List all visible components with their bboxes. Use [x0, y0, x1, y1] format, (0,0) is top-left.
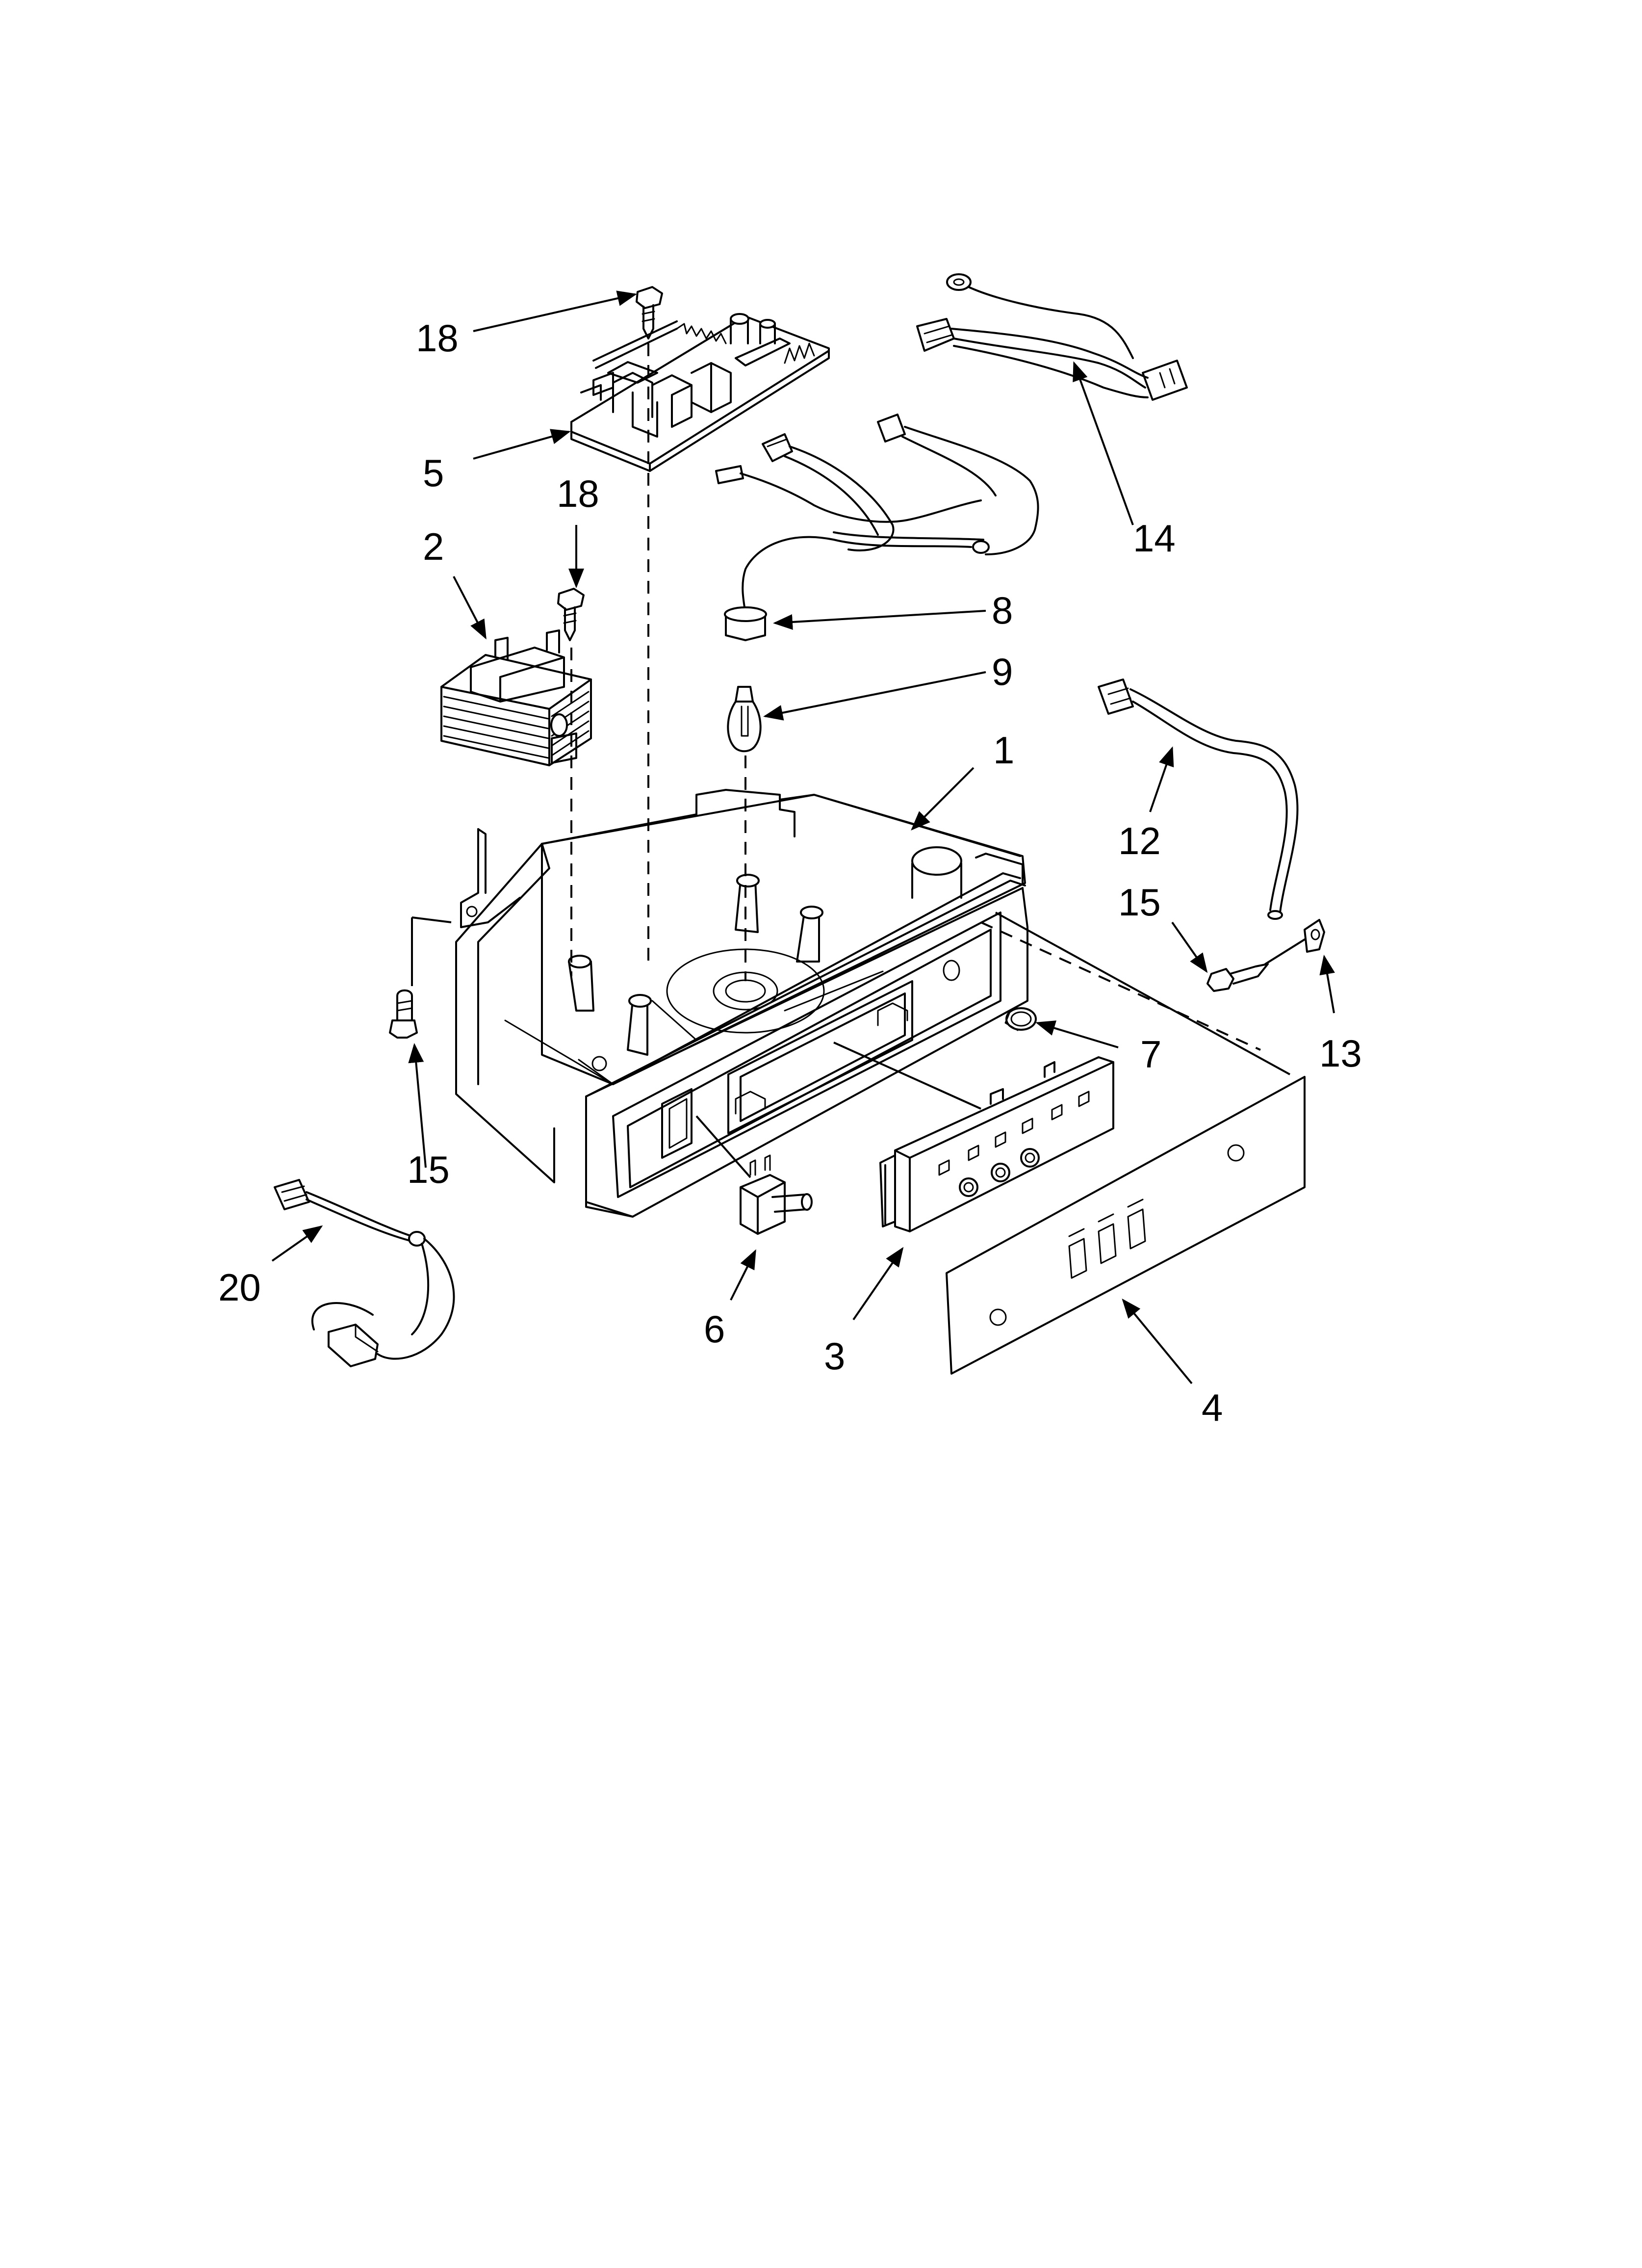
part-label-1: 1 [993, 729, 1015, 772]
control-panel [879, 1056, 1114, 1232]
part-label-7: 7 [1140, 1033, 1162, 1076]
part-label-2: 2 [423, 525, 444, 568]
transformer [440, 629, 592, 766]
lamp-bulb [727, 686, 762, 753]
mounting-post [796, 906, 823, 963]
control-housing [455, 789, 1028, 1218]
assembly-lines [411, 343, 1290, 1178]
leader-arrows [271, 290, 1335, 1384]
part-label-18: 18 [557, 472, 599, 515]
control-overlay [946, 1076, 1306, 1375]
part-label-5: 5 [423, 451, 444, 495]
part-label-15: 15 [407, 1148, 450, 1191]
screw-15-right [1206, 963, 1269, 992]
part-label-20: 20 [218, 1266, 261, 1309]
screw-15-left [389, 989, 418, 1039]
part-label-18: 18 [416, 316, 459, 360]
lamp-socket-harness [715, 414, 1039, 641]
control-board [570, 313, 830, 472]
lens [1004, 1007, 1037, 1031]
wire-harness-20 [274, 1179, 455, 1367]
part-label-14: 14 [1133, 517, 1176, 560]
screw-mid [557, 588, 585, 641]
mounting-post [627, 994, 652, 1056]
part-label-9: 9 [992, 650, 1013, 693]
ground-clip [1264, 919, 1325, 965]
mounting-post [568, 955, 594, 1012]
part-label-15: 15 [1118, 881, 1161, 924]
part-label-12: 12 [1118, 819, 1161, 862]
part-label-4: 4 [1202, 1386, 1223, 1429]
door-switch [740, 1154, 813, 1235]
wire-harness-14 [916, 273, 1188, 401]
part-label-13: 13 [1319, 1032, 1362, 1075]
part-label-3: 3 [824, 1334, 846, 1378]
wire-harness-12 [1098, 678, 1299, 920]
part-label-8: 8 [992, 589, 1013, 632]
part-label-6: 6 [704, 1307, 725, 1351]
mounting-post [735, 874, 760, 933]
